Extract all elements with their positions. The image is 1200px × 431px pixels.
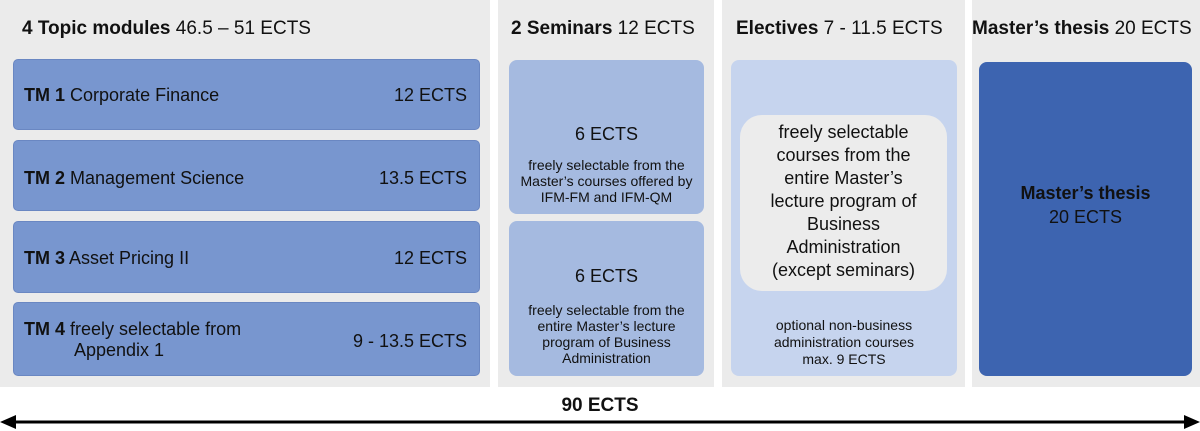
topic-module-3-code: TM 3 [24, 248, 66, 268]
topic-module-3-name: Asset Pricing II [69, 248, 190, 268]
topic-module-2-label: TM 2 Management Science [24, 168, 244, 189]
topic-module-3-label: TM 3 Asset Pricing II [24, 248, 189, 269]
thesis-box-title: Master’s thesis [1020, 183, 1151, 203]
seminar-2-desc-line: freely selectable from the [528, 302, 685, 318]
seminar-box-1: 6 ECTS freely selectable from the Master… [509, 60, 704, 214]
thesis-heading-rest: 20 ECTS [1109, 18, 1192, 39]
topic-module-2-ects: 13.5 ECTS [378, 168, 467, 188]
seminar-1-ects: 6 ECTS [574, 124, 639, 144]
topic-module-1-name: Corporate Finance [70, 85, 220, 105]
topic-modules-heading-rest: 46.5 – 51 ECTS [170, 18, 311, 39]
electives-note-line: max. 9 ECTS [802, 351, 886, 367]
seminar-2-desc-line: program of Business [542, 334, 671, 350]
seminar-2-desc-line: Administration [562, 350, 651, 366]
electives-inner-line: courses from the [776, 145, 911, 165]
electives-heading: Electives 7 - 11.5 ECTS [736, 18, 943, 40]
seminars-heading-bold: 2 Seminars [511, 18, 613, 39]
topic-module-1-ects: 12 ECTS [393, 85, 467, 105]
seminars-heading-rest: 12 ECTS [612, 18, 695, 39]
electives-inner-line: Administration [786, 237, 901, 257]
thesis-box: Master’s thesis 20 ECTS [979, 62, 1192, 376]
topic-module-4-name-line1: freely selectable from [70, 319, 242, 339]
seminar-1-desc-line: Master’s courses offered by [520, 173, 693, 189]
electives-inner-line: (except seminars) [771, 260, 916, 280]
thesis-heading: Master’s thesis 20 ECTS [972, 18, 1192, 40]
electives-inner-line: lecture program of [770, 191, 917, 211]
electives-heading-bold: Electives [736, 18, 819, 39]
topic-modules-heading-bold: 4 Topic modules [22, 18, 171, 39]
electives-note-line: administration courses [773, 334, 915, 350]
seminars-heading: 2 Seminars 12 ECTS [511, 18, 695, 40]
seminar-2-ects: 6 ECTS [574, 266, 639, 286]
topic-module-2-name: Management Science [70, 168, 245, 188]
topic-module-4-ects: 9 - 13.5 ECTS [352, 331, 467, 351]
topic-module-4-name-line2: Appendix 1 [74, 340, 165, 360]
topic-module-1: TM 1 Corporate Finance 12 ECTS [13, 59, 480, 130]
electives-heading-rest: 7 - 11.5 ECTS [818, 18, 943, 39]
seminar-1-description: freely selectable from the Master’s cour… [513, 157, 700, 205]
seminar-1-desc-line: IFM-FM and IFM-QM [540, 189, 673, 205]
topic-module-4: TM 4 freely selectable from Appendix 1 9… [13, 302, 480, 376]
topic-module-3: TM 3 Asset Pricing II 12 ECTS [13, 221, 480, 293]
electives-note: optional non-business administration cou… [731, 317, 957, 368]
topic-module-1-label: TM 1 Corporate Finance [24, 85, 219, 106]
seminar-box-2: 6 ECTS freely selectable from the entire… [509, 221, 704, 376]
topic-module-2: TM 2 Management Science 13.5 ECTS [13, 140, 480, 211]
electives-box: freely selectable courses from the entir… [731, 60, 957, 376]
electives-inner-line: Business [806, 214, 881, 234]
electives-inner-line: freely selectable [778, 122, 909, 142]
seminar-2-description: freely selectable from the entire Master… [513, 302, 700, 366]
topic-module-4-code: TM 4 [24, 319, 66, 339]
topic-module-4-label: TM 4 freely selectable from Appendix 1 [24, 319, 241, 361]
electives-note-line: optional non-business [775, 317, 913, 333]
thesis-box-ects: 20 ECTS [1048, 207, 1123, 227]
topic-module-2-code: TM 2 [24, 168, 66, 188]
seminar-1-desc-line: freely selectable from the [528, 157, 685, 173]
double-arrow-icon [0, 415, 1200, 429]
seminar-2-desc-line: entire Master’s lecture [537, 318, 676, 334]
total-ects-label: 90 ECTS [561, 395, 639, 416]
electives-inner-box: freely selectable courses from the entir… [740, 115, 947, 291]
topic-module-1-code: TM 1 [24, 85, 66, 105]
thesis-heading-bold: Master’s thesis [972, 18, 1110, 39]
electives-inner-line: entire Master’s [784, 168, 903, 188]
topic-modules-heading: 4 Topic modules 46.5 – 51 ECTS [22, 18, 311, 40]
topic-module-3-ects: 12 ECTS [393, 248, 467, 268]
